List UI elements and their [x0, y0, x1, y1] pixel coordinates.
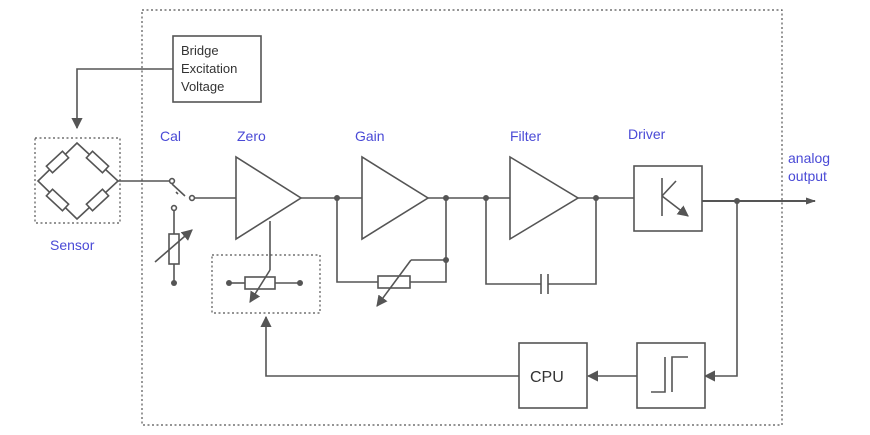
comparator-block	[636, 342, 706, 409]
bridge-excitation-block: Bridge Excitation Voltage	[172, 35, 262, 103]
filter-label: Filter	[510, 128, 541, 144]
cal-switch: Cal	[154, 128, 196, 286]
output-feedback-wire	[703, 201, 738, 382]
analog-output-line-2: output	[788, 168, 827, 184]
bridge-excitation-line-2: Excitation	[181, 61, 237, 76]
gain-amplifier: Gain	[355, 128, 430, 241]
cpu-block: CPU	[518, 342, 588, 409]
driver-block: Driver	[628, 126, 703, 232]
bridge-excitation-line-1: Bridge	[181, 43, 219, 58]
module-enclosure	[141, 9, 783, 426]
sensor-label: Sensor	[50, 237, 95, 253]
transistor-icon	[661, 178, 689, 217]
analog-output-label: analog output	[788, 150, 830, 184]
hysteresis-icon	[651, 356, 688, 393]
zero-label: Zero	[237, 128, 266, 144]
cpu-label: CPU	[530, 369, 564, 386]
gain-label: Gain	[355, 128, 385, 144]
filter-amplifier: Filter	[509, 128, 580, 241]
zero-amplifier: Zero	[235, 128, 303, 270]
cpu-to-zero-wire	[260, 315, 519, 377]
wheatstone-bridge-icon	[36, 141, 120, 221]
sensor-block: Sensor	[34, 137, 121, 253]
excitation-wire	[71, 68, 173, 130]
zero-trim-block	[211, 254, 321, 314]
driver-label: Driver	[628, 126, 666, 142]
analog-output-line-1: analog	[788, 150, 830, 166]
cal-label: Cal	[160, 128, 181, 144]
gain-feedback	[336, 195, 449, 307]
bridge-excitation-line-3: Voltage	[181, 79, 224, 94]
